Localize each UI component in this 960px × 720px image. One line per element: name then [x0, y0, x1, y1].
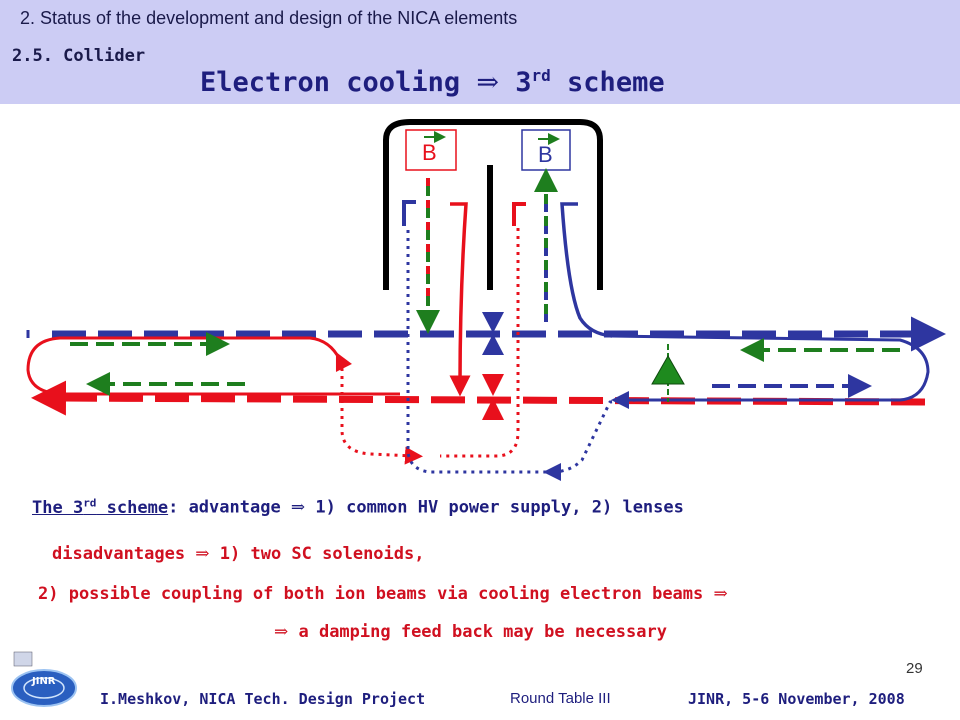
dis2-arrow: ⇒: [713, 584, 728, 604]
dis1-tail: 1) two SC solenoids,: [209, 544, 425, 564]
field-label-right: B: [538, 142, 553, 167]
solenoid-frame: [383, 119, 603, 290]
adv-rest: : advantage: [168, 497, 291, 518]
field-label-left: B: [422, 140, 437, 165]
lens-red-top: [482, 374, 504, 396]
advantage-line: The 3rd scheme: advantage ⇒ 1) common HV…: [32, 496, 684, 518]
logo-text: JINR: [31, 676, 56, 687]
adv-sup: rd: [83, 496, 97, 509]
disadvantage-line-1: disadvantages ⇒ 1) two SC solenoids,: [52, 544, 424, 564]
red-dotted-transport-right: [440, 228, 520, 458]
dis1-head: disadvantages: [52, 544, 196, 564]
header-bar: 2. Status of the development and design …: [0, 0, 960, 104]
title-superscript: rd: [531, 66, 551, 85]
jinr-logo: JINR: [11, 651, 77, 707]
red-hook-right: [512, 202, 526, 226]
adv-label: The 3rd scheme: [32, 496, 169, 518]
blue-dotted-transport-right: [543, 398, 637, 481]
lens-red-bottom: [482, 398, 504, 420]
red-dotted-transport-left: [340, 360, 423, 465]
footer-event: Round Table III: [510, 690, 611, 707]
title-tail: scheme: [567, 67, 665, 98]
slide-title: Electron cooling ⇒ 3rd scheme: [200, 66, 665, 98]
lens-blue-bottom: [482, 334, 504, 355]
title-main: Electron cooling: [200, 67, 461, 98]
cooling-scheme-diagram: B B: [26, 119, 946, 481]
dis3-text: a damping feed back may be necessary: [288, 622, 667, 642]
footer-author: I.Meshkov, NICA Tech. Design Project: [100, 690, 426, 708]
adv-the: The 3: [32, 497, 84, 518]
red-bend-left: [449, 202, 471, 397]
adv-arrow: ⇒: [290, 497, 306, 518]
section-heading: 2. Status of the development and design …: [20, 8, 518, 28]
subsection-heading: 2.5. Collider: [12, 46, 146, 66]
dis3-arrow: ⇒: [274, 622, 289, 642]
title-arrow: ⇒: [476, 67, 499, 98]
footer-venue: JINR, 5-6 November, 2008: [688, 690, 905, 708]
dis1-arrow: ⇒: [195, 544, 210, 564]
red-electron-loop-left: [26, 336, 400, 396]
blue-hook-left: [402, 200, 416, 226]
blue-electron-loop-right: [611, 334, 930, 409]
adv-tail: 1) common HV power supply, 2) lenses: [305, 497, 684, 518]
disadvantage-line-3: ⇒ a damping feed back may be necessary: [274, 622, 667, 642]
disadvantage-line-2: 2) possible coupling of both ion beams v…: [38, 584, 728, 604]
dis2-text: 2) possible coupling of both ion beams v…: [38, 584, 714, 604]
page-number: 29: [906, 660, 923, 677]
adv-scheme: scheme: [96, 497, 169, 518]
lens-blue-top: [482, 312, 504, 333]
title-ordinal: 3: [515, 67, 532, 98]
blue-bend-right: [560, 202, 613, 338]
feedback-amplifier-icon: [651, 354, 685, 385]
